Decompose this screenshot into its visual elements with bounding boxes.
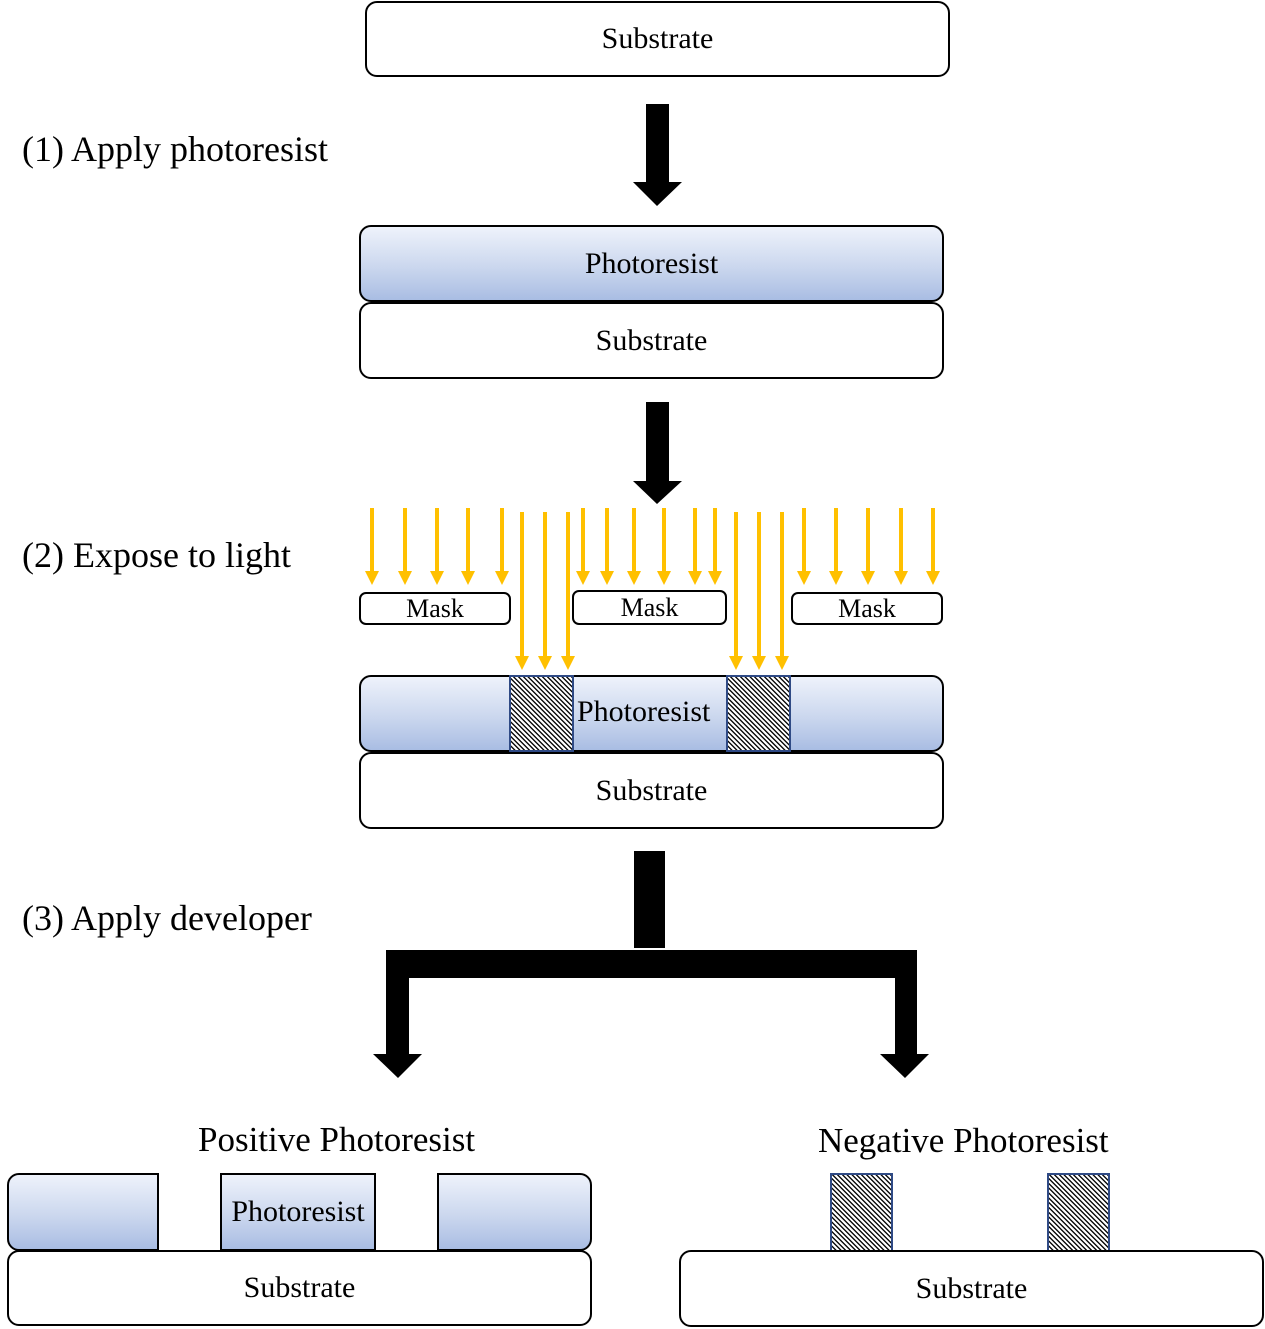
substrate-label: Substrate [243, 1271, 356, 1304]
light-arrow-blocked [894, 508, 908, 585]
light-arrow-blocked [708, 508, 722, 585]
light-arrow-blocked [495, 508, 509, 585]
mask-label: Mask [838, 593, 896, 623]
light-arrow-blocked [398, 508, 412, 585]
step-2-label: (2) Expose to light [22, 535, 291, 575]
light-arrows [365, 508, 940, 670]
stage1-photoresist: Photoresist [359, 225, 944, 302]
light-arrow-blocked [829, 508, 843, 585]
mask-label: Mask [406, 593, 464, 623]
stage2-photoresist [359, 675, 944, 752]
step-3-label: (3) Apply developer [22, 898, 312, 938]
branch-arrow [373, 950, 929, 1078]
flow-arrow-2 [633, 402, 682, 504]
positive-substrate: Substrate [7, 1250, 592, 1326]
positive-resist-left [7, 1173, 159, 1251]
photoresist-label: Photoresist [577, 695, 711, 728]
light-arrow-blocked [861, 508, 875, 585]
light-arrow-blocked [576, 508, 590, 585]
light-arrow-blocked [688, 508, 702, 585]
light-arrow-exposing [515, 512, 529, 670]
light-arrow-blocked [657, 508, 671, 585]
mask-center: Mask [572, 590, 727, 625]
negative-resist-right [1047, 1173, 1110, 1252]
substrate-label: Substrate [595, 323, 708, 357]
photoresist-label: Photoresist [584, 246, 719, 280]
positive-photoresist-title: Positive Photoresist [198, 1120, 476, 1159]
light-arrow-exposing [561, 512, 575, 670]
negative-substrate: Substrate [679, 1250, 1264, 1327]
light-arrow-exposing [752, 512, 766, 670]
substrate-label: Substrate [601, 22, 714, 55]
light-arrow-blocked [926, 508, 940, 585]
mask-label: Mask [620, 592, 679, 622]
stage2-substrate: Substrate [359, 752, 944, 829]
flow-arrow-1 [633, 104, 682, 206]
light-arrow-blocked [430, 508, 444, 585]
light-arrow-blocked [627, 508, 641, 585]
branch-stem [634, 851, 665, 948]
exposed-region-left [509, 675, 574, 752]
light-arrow-blocked [797, 508, 811, 585]
substrate-label: Substrate [595, 773, 708, 807]
stage1-substrate: Substrate [359, 302, 944, 379]
step-1-label: (1) Apply photoresist [22, 129, 328, 169]
initial-substrate: Substrate [365, 1, 950, 77]
light-arrow-blocked [461, 508, 475, 585]
light-arrow-exposing [538, 512, 552, 670]
negative-photoresist-title: Negative Photoresist [818, 1121, 1109, 1160]
light-arrow-blocked [365, 508, 379, 585]
light-arrow-exposing [775, 512, 789, 670]
exposed-region-right [726, 675, 791, 752]
photoresist-label: Photoresist [231, 1195, 365, 1228]
mask-right: Mask [791, 592, 943, 625]
light-arrow-exposing [729, 512, 743, 670]
light-arrow-blocked [600, 508, 614, 585]
mask-left: Mask [359, 592, 511, 625]
substrate-label: Substrate [915, 1271, 1028, 1305]
